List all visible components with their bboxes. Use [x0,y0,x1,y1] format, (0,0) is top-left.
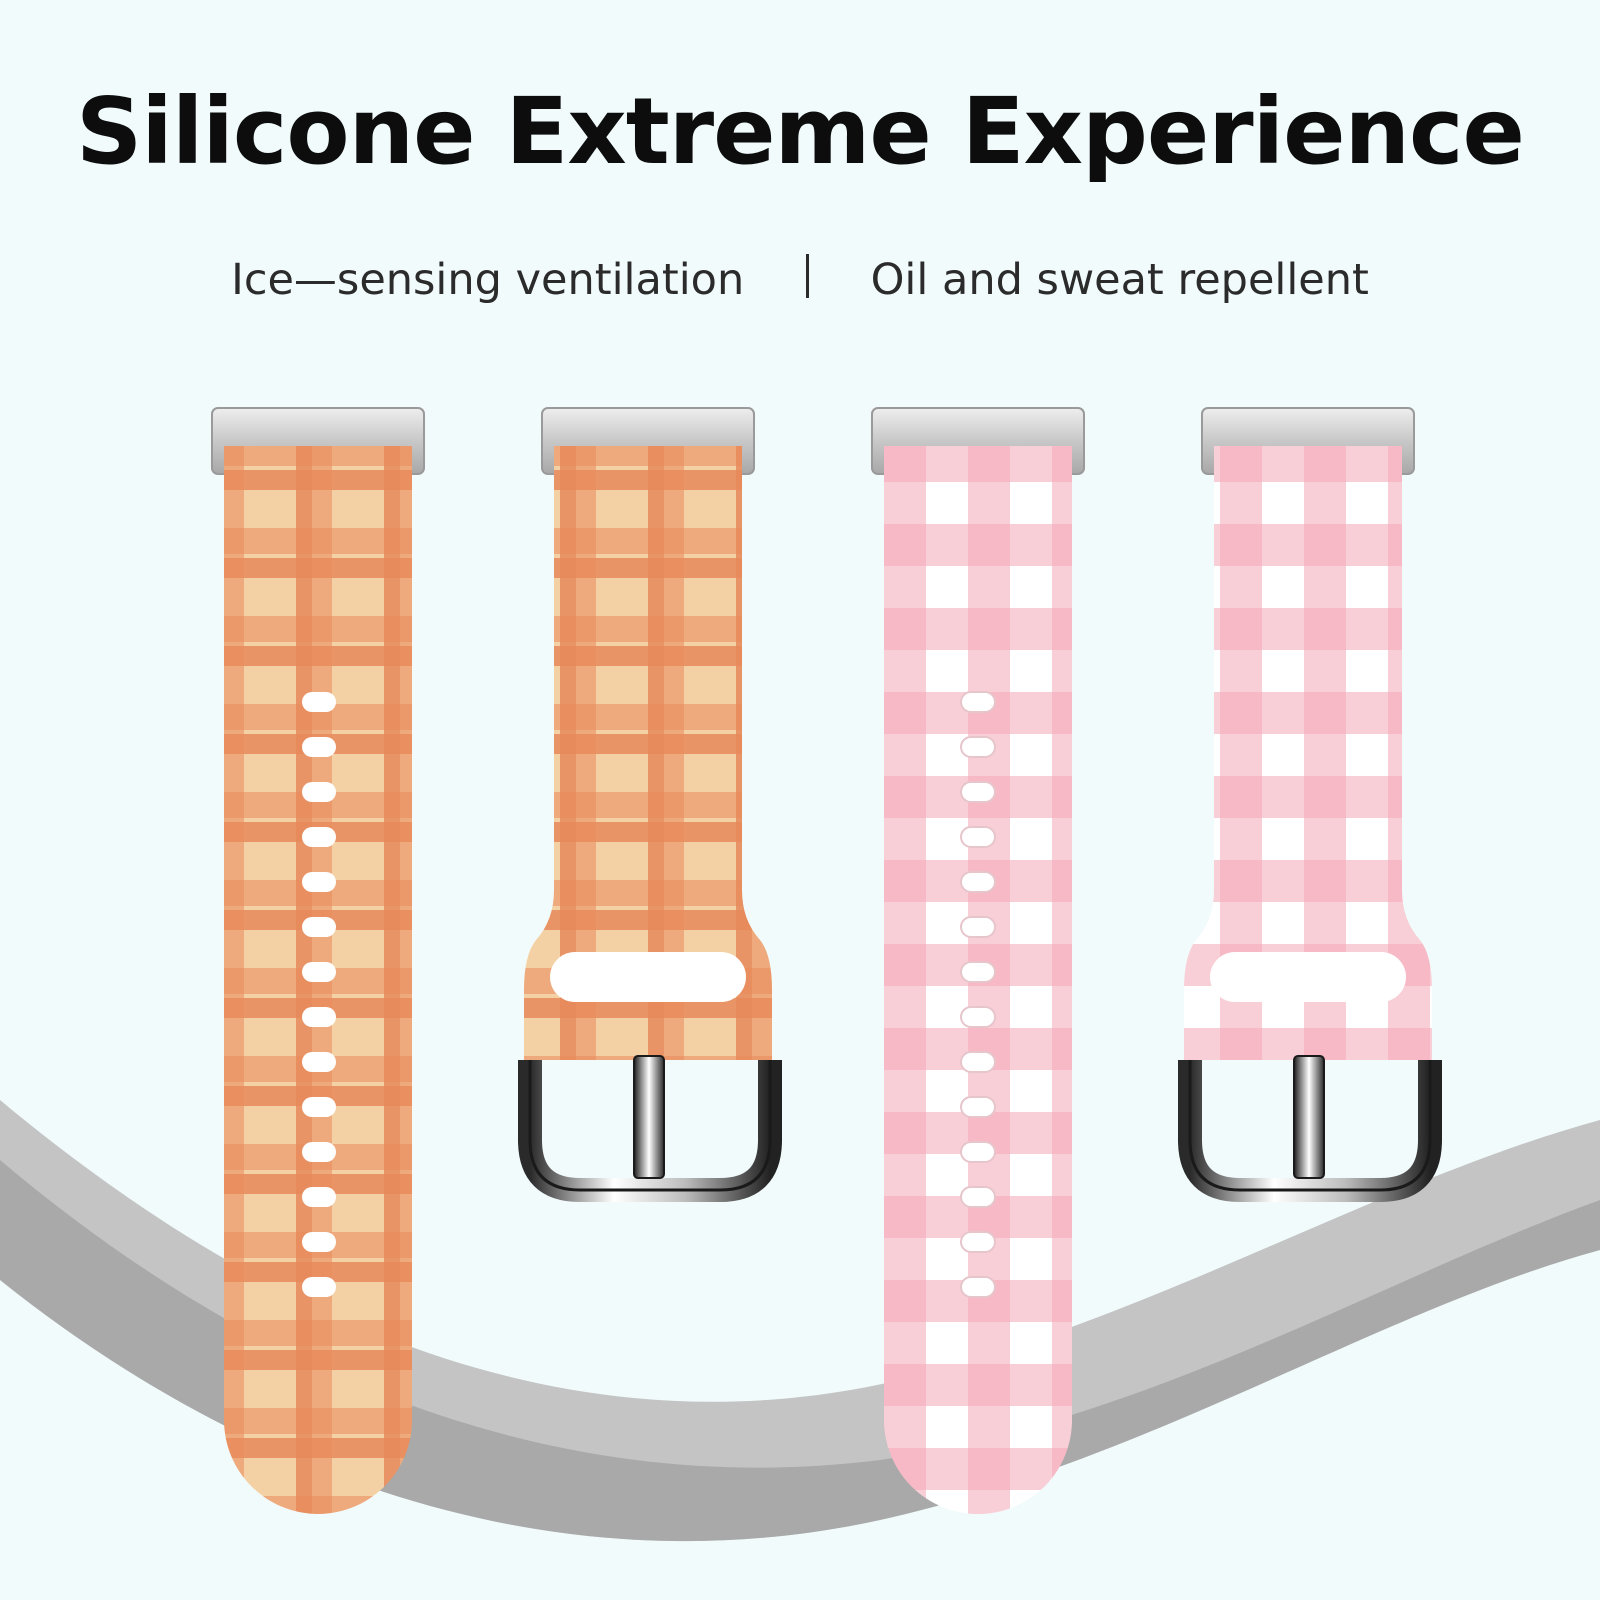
orange-buckle-strap [518,407,782,1202]
feature-ventilation: Ice—sensing ventilation [231,254,745,305]
strap-holes [960,691,996,1298]
feature-line: Ice—sensing ventilation Oil and sweat re… [0,252,1600,305]
strap-holes [302,692,336,1297]
feature-separator [805,253,809,298]
page-title: Silicone Extreme Experience [76,78,1525,185]
buckle-pin [1293,1055,1325,1179]
pink-buckle-strap [1178,407,1442,1202]
feature-repellent: Oil and sweat repellent [870,254,1369,305]
buckle-pin [633,1055,665,1179]
strap-keeper-slot [550,952,746,1002]
pink-long-strap [871,407,1085,1514]
orange-long-strap [211,407,425,1514]
strap-keeper-slot [1210,952,1406,1002]
